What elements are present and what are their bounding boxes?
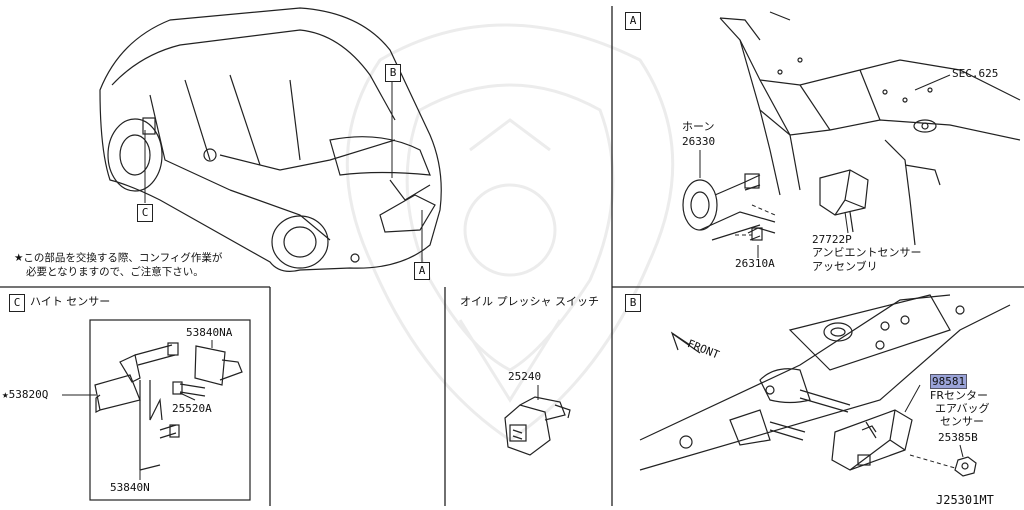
diagram-id-label: J25301MT <box>936 493 994 507</box>
part-98581-highlight[interactable]: 98581 <box>930 374 968 389</box>
callout-b-box[interactable]: B <box>385 64 401 82</box>
config-note-line1: ★この部品を交換する際、コンフィグ作業が <box>14 252 223 264</box>
part-53840na-label[interactable]: 53840NA <box>186 326 233 339</box>
panel-a-label: A <box>625 12 641 30</box>
sec-ref-label[interactable]: SEC.625 <box>952 67 999 80</box>
airbag-sensor-name-line1: FRセンター <box>930 389 988 402</box>
part-25385b-label[interactable]: 25385B <box>938 431 978 444</box>
part-26310a-label[interactable]: 26310A <box>735 257 775 270</box>
car-illustration <box>99 7 442 272</box>
part-98581-label[interactable]: 98581 <box>930 374 968 389</box>
airbag-sensor-name-line3: センサー <box>940 415 984 428</box>
callout-c-box[interactable]: C <box>137 204 153 222</box>
panel-a-frame-illustration <box>682 11 1021 246</box>
ambient-sensor-name-line2: アッセンブリ <box>812 260 878 273</box>
horn-name-label: ホーン <box>682 120 715 133</box>
part-25520a-label[interactable]: 25520A <box>172 402 212 415</box>
height-sensor-title: ハイト センサー <box>30 295 111 308</box>
oil-pressure-title: オイル プレッシャ スイッチ <box>460 295 599 308</box>
part-27722p-label[interactable]: 27722P <box>812 233 852 246</box>
part-25240-label[interactable]: 25240 <box>508 370 542 383</box>
floor-panel-illustration <box>639 294 1011 477</box>
height-sensor-illustration <box>89 319 251 501</box>
part-26330-label[interactable]: 26330 <box>682 135 716 148</box>
panel-c-label: C <box>9 294 25 312</box>
part-53840n-label[interactable]: 53840N <box>110 481 150 494</box>
oil-pressure-switch-illustration <box>504 396 571 456</box>
ambient-sensor-name-line1: アンビエントセンサー <box>812 246 922 259</box>
panel-borders <box>0 6 1024 506</box>
panel-b-label: B <box>625 294 641 312</box>
part-53820q-label[interactable]: ★53820Q <box>2 388 49 401</box>
callout-a-box[interactable]: A <box>414 262 430 280</box>
config-note-line2: 必要となりますので、ご注意下さい。 <box>26 266 204 278</box>
airbag-sensor-name-line2: エアバッグ <box>935 402 990 415</box>
